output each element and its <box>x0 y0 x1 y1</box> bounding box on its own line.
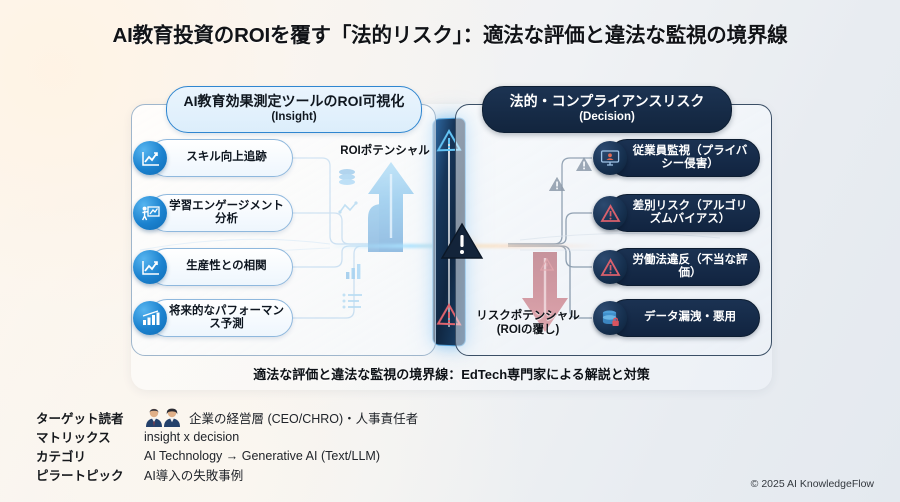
insight-item-2-label: 生産性との相関 <box>186 260 267 273</box>
insight-item-0-label: スキル向上追跡 <box>186 151 267 164</box>
meta-row-matrix: マトリックス insight x decision <box>36 427 636 446</box>
panel-insight-title: AI教育効果測定ツールのROI可視化 <box>183 93 405 109</box>
risk-potential-line2: (ROIの覆し) <box>496 323 560 336</box>
panel-insight-subtitle: (Insight) <box>271 110 317 123</box>
warning-triangle-red-icon <box>436 303 462 327</box>
insight-item-3-label: 将来的なパフォーマンス予測 <box>169 304 284 330</box>
decision-item-3[interactable]: データ漏洩・悪用 <box>593 299 760 337</box>
page-title: AI教育投資のROIを覆す「法的リスク」：適法な評価と違法な監視の境界線 <box>112 24 788 47</box>
decision-item-1[interactable]: 差別リスク（アルゴリズムバイアス） <box>593 194 760 232</box>
meta-key-pillar: ピラートピック <box>36 469 124 483</box>
insight-item-0[interactable]: スキル向上追跡 <box>133 139 293 177</box>
presenter-chart-icon <box>133 196 167 230</box>
bottom-caption: 適法な評価と違法な監視の境界線：EdTech専門家による解説と対策 <box>253 366 650 382</box>
decision-item-0[interactable]: 従業員監視（プライバシー侵害） <box>593 139 760 177</box>
decision-item-0-label: 従業員監視（プライバシー侵害） <box>632 144 748 170</box>
avatar-group <box>144 408 182 427</box>
insight-item-1-label: 学習エンゲージメント分析 <box>169 199 284 225</box>
meta-row-target: ターゲット読者 企業の経営層 (CEO/CHRO)・人事責任者 <box>36 408 636 427</box>
panel-insight-header: AI教育効果測定ツールのROI可視化 (Insight) <box>166 86 422 133</box>
meta-key-matrix: マトリックス <box>36 431 111 445</box>
panel-decision-header: 法的・コンプライアンスリスク (Decision) <box>482 86 732 133</box>
avatar-male-icon <box>146 408 162 427</box>
decision-item-2[interactable]: 労働法違反（不当な評価） <box>593 248 760 286</box>
risk-potential-label: リスクポテンシャル (ROIの覆し) <box>466 310 590 338</box>
insight-item-3[interactable]: 将来的なパフォーマンス予測 <box>133 299 293 337</box>
database-lock-icon <box>593 301 627 335</box>
meta-value-matrix: insight x decision <box>144 429 240 444</box>
legal-barrier <box>432 117 466 347</box>
decision-item-1-label: 差別リスク（アルゴリズムバイアス） <box>632 199 748 225</box>
meta-value-pillar: AI導入の失敗事例 <box>144 469 244 483</box>
warning-triangle-icon <box>593 196 627 230</box>
insight-item-1[interactable]: 学習エンゲージメント分析 <box>133 194 293 232</box>
meta-value-category: AI Technology → Generative AI (Text/LLM) <box>144 448 380 463</box>
avatar-female-icon <box>164 408 180 427</box>
copyright-text: © 2025 AI KnowledgeFlow <box>750 478 874 490</box>
bar-chart-icon <box>133 301 167 335</box>
meta-value-target: 企業の経営層 (CEO/CHRO)・人事責任者 <box>144 408 418 427</box>
panel-decision-subtitle: (Decision) <box>579 110 635 123</box>
decision-item-2-label: 労働法違反（不当な評価） <box>632 253 748 279</box>
insight-item-2[interactable]: 生産性との相関 <box>133 248 293 286</box>
decision-item-3-label: データ漏洩・悪用 <box>644 311 736 324</box>
monitor-user-icon <box>593 141 627 175</box>
meta-key-category: カテゴリ <box>36 450 87 464</box>
warning-triangle-dark-icon <box>440 222 484 259</box>
meta-row-category: カテゴリ AI Technology → Generative AI (Text… <box>36 446 636 465</box>
warning-triangle-icon <box>593 250 627 284</box>
roi-potential-label: ROIポテンシャル <box>340 145 430 157</box>
metadata-list: ターゲット読者 企業の経営層 (CEO/CHRO)・人事責任者 <box>36 408 636 484</box>
meta-row-pillar: ピラートピック AI導入の失敗事例 <box>36 465 636 484</box>
risk-potential-line1: リスクポテンシャル <box>476 310 580 322</box>
meta-key-target: ターゲット読者 <box>36 412 124 426</box>
panel-decision-title: 法的・コンプライアンスリスク <box>509 93 705 109</box>
line-chart-icon <box>133 141 167 175</box>
line-chart-icon <box>133 250 167 284</box>
warning-triangle-blue-icon <box>436 128 462 152</box>
meta-value-target-text: 企業の経営層 (CEO/CHRO)・人事責任者 <box>189 412 419 426</box>
